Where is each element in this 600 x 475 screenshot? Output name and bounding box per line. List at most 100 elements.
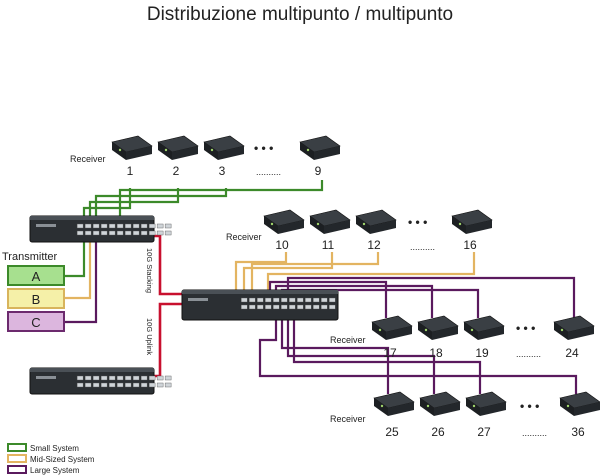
transmitter-b [7,288,65,309]
receiver-19-front [464,322,478,340]
switch-stacked-port [76,382,84,388]
switch-stacked-port [164,375,172,381]
receiver-11-front [310,216,324,234]
receiver-3 [203,135,245,160]
receiver-9-side [314,146,340,160]
switch-stacked-port [108,382,116,388]
receiver-11-led [316,222,320,226]
wire-mid-tx [64,238,92,300]
receiver-26 [419,391,461,416]
wire-small-3 [94,188,228,228]
receiver-label-row2: Receiver [226,232,262,242]
receiver-12-side [370,220,396,234]
receiver-12-front [356,216,370,234]
receiver-27-led [472,404,476,408]
switch-stacked [29,367,172,395]
receiver-27 [465,391,507,416]
receiver-number: 24 [565,346,579,360]
receiver-number: 25 [385,425,399,439]
switch-core-port [313,297,320,303]
receiver-number: 3 [219,164,226,178]
page-title: Distribuzione multipunto / multipunto [146,4,454,25]
switch-stacked-port [116,382,124,388]
switch-small-system-port [140,230,148,236]
switch-small-system-port [108,223,116,229]
receiver-16 [451,209,493,234]
receiver-12-led [362,222,366,226]
receiver-12 [355,209,397,234]
switch-core-port [297,304,304,310]
receiver-11-side [324,220,350,234]
small-dots-row2: .......... [410,242,435,252]
receiver-number: 26 [431,425,445,439]
wire-mid-11 [242,252,334,294]
switch-core-port [321,297,328,303]
switch-stacked-port [124,375,132,381]
receiver-19-led [470,328,474,332]
wire-mid-10 [234,252,288,294]
receiver-16-side [466,220,492,234]
switch-small-system-port [124,230,132,236]
receiver-number: 19 [475,346,489,360]
receiver-11 [309,209,351,234]
receiver-1-side [126,146,152,160]
receiver-36-led [566,404,570,408]
switch-core-port [273,304,280,310]
switch-core-port [265,297,272,303]
receiver-number: 18 [429,346,443,360]
legend-swatch-0 [7,443,27,452]
switch-core-port [249,304,256,310]
switch-small-system-port [140,223,148,229]
switch-stacked-port [100,382,108,388]
receiver-2-front [158,142,172,160]
switch-small-system-port [116,230,124,236]
receiver-17 [371,315,413,340]
switch-stacked-port [84,382,92,388]
switch-small-system-port [132,223,140,229]
switch-core-port [241,297,248,303]
switch-stacked-port [132,382,140,388]
receiver-17-front [372,322,386,340]
receiver-36 [559,391,600,416]
switch-small-system [29,215,172,243]
transmitter-label: Transmitter [2,251,58,263]
receiver-27-side [480,402,506,416]
switch-stacked-port [100,375,108,381]
receiver-24-front [554,322,568,340]
switch-stacked-port [92,382,100,388]
switch-stacked-port [76,375,84,381]
receiver-17-led [378,328,382,332]
receiver-25-led [380,404,384,408]
switch-small-system-port [76,230,84,236]
receiver-number: 36 [571,425,585,439]
switch-stacked-top [30,368,154,372]
switch-small-system-port [84,223,92,229]
receiver-label-row1: Receiver [70,154,106,164]
receiver-number: 1 [127,164,134,178]
switch-core-port [257,297,264,303]
switch-core-port [289,297,296,303]
switch-core-port [241,304,248,310]
receiver-label-row4: Receiver [330,414,366,424]
receiver-18 [417,315,459,340]
transmitter-a [7,265,65,286]
receiver-16-led [458,222,462,226]
switch-core-logo [188,298,208,301]
wire-large-27 [292,318,482,394]
receiver-2 [157,135,199,160]
switch-stacked-port [140,375,148,381]
receiver-10-side [278,220,304,234]
dots-row3: • • • [516,321,535,335]
switch-small-system-port [164,223,172,229]
switch-small-system-port [92,230,100,236]
receiver-25-side [388,402,414,416]
receiver-number: 11 [322,238,335,252]
receiver-17-side [386,326,412,340]
receiver-number: 10 [275,238,289,252]
switch-small-system-port [76,223,84,229]
receiver-9 [299,135,341,160]
receiver-3-side [218,146,244,160]
wire-small-tx [64,238,86,278]
switch-core-port [257,304,264,310]
